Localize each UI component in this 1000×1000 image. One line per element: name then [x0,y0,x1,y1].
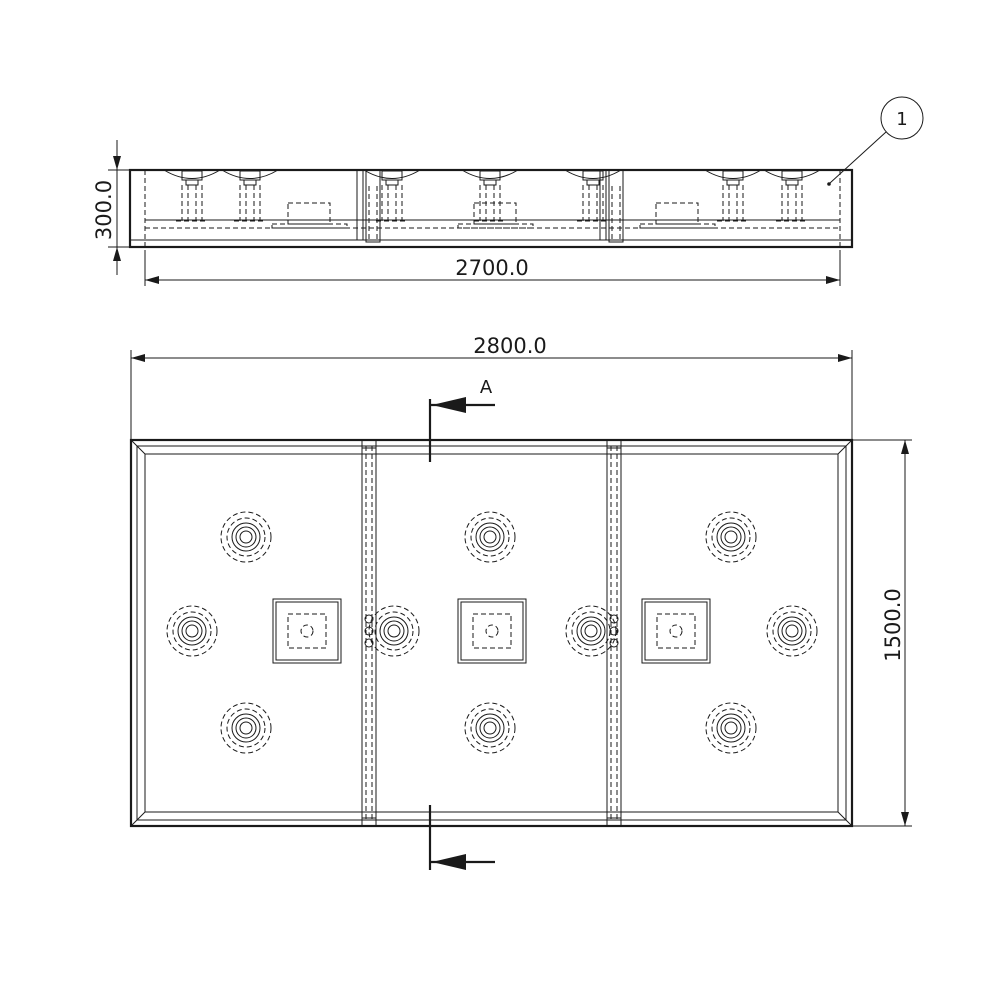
center-plate [457,598,527,664]
dimension-width: 1500.0 [852,439,912,827]
dimension-length-side: 2700.0 [144,250,841,286]
center-plate [272,598,342,664]
balloon-number: 1 [896,109,907,130]
foot-pad [166,605,218,657]
top-divider-left [361,439,377,827]
foot-pad [705,702,757,754]
foot-pad [766,605,818,657]
dimension-height-label: 300.0 [92,180,116,240]
side-foot [221,169,279,222]
side-divider-left [356,169,381,243]
side-divider-right [599,169,624,243]
side-foot [763,169,821,222]
side-foot [704,169,762,222]
top-plates [272,598,711,664]
foot-pad [464,702,516,754]
foot-pad [220,702,272,754]
foot-pad [565,605,617,657]
balloon-callout: 1 [827,96,924,186]
dimension-width-label: 1500.0 [881,588,905,661]
top-feet [166,511,818,754]
side-foot [564,169,622,222]
foot-pad [705,511,757,563]
top-view-frame [129,438,854,828]
section-marker-top: A [428,377,495,462]
top-divider-right [606,439,622,827]
foot-pad [464,511,516,563]
dimension-height: 300.0 [92,140,130,275]
foot-pad [368,605,420,657]
side-view [128,168,854,249]
dimension-length-top: 2800.0 [130,334,853,440]
side-foot [363,169,421,222]
section-marker-bottom [428,805,495,870]
side-foot [163,169,221,222]
foot-pad [220,511,272,563]
center-plate [641,598,711,664]
section-label: A [480,377,493,398]
dimension-length-side-label: 2700.0 [455,256,528,280]
dimension-length-top-label: 2800.0 [473,334,546,358]
side-blocks [271,202,716,229]
side-feet [163,169,821,222]
side-foot [461,169,519,222]
